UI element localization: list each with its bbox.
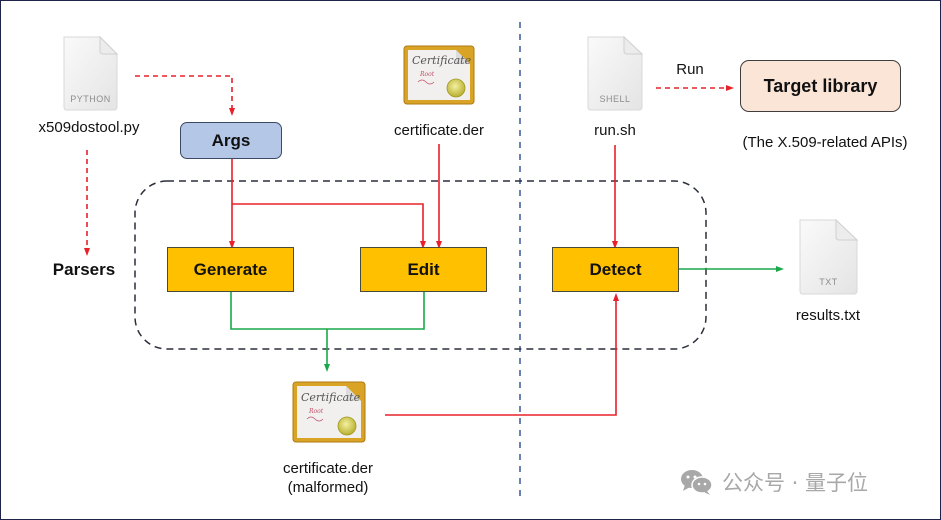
cert-icon-sub: Root: [419, 71, 435, 78]
edit-node: Edit: [360, 247, 487, 292]
args-node: Args: [180, 122, 282, 159]
python-file-tag: PYTHON: [70, 94, 111, 104]
python-file-tag-wrap: PYTHON: [64, 94, 117, 106]
target-library-note: (The X.509-related APIs): [742, 134, 908, 151]
shell-file-name: run.sh: [594, 122, 636, 139]
results-file-name: results.txt: [795, 307, 861, 324]
malformed-certificate-note: (malformed): [287, 479, 369, 496]
watermark: 公众号 · 量子位: [680, 467, 868, 497]
watermark-text: 公众号 · 量子位: [722, 471, 869, 495]
certificate-icon: Certificate Root: [403, 45, 475, 105]
edge-args-to-edit: [232, 203, 426, 249]
certificate-file-name: certificate.der: [393, 122, 485, 139]
shell-file-tag: SHELL: [599, 94, 631, 104]
python-file-icon: [63, 35, 119, 111]
wechat-icon: [681, 470, 713, 495]
generate-node: Generate: [167, 247, 294, 292]
txt-file-tag: TXT: [819, 277, 838, 287]
parsers-label: Parsers: [52, 260, 116, 279]
cert-icon-title: Certificate: [412, 54, 472, 67]
tool-container: [134, 180, 707, 350]
txt-file-tag-wrap: TXT: [800, 277, 857, 289]
run-edge-label: Run: [676, 61, 704, 78]
shell-file-icon: [587, 35, 644, 111]
target-library-node: Target library: [740, 60, 901, 112]
python-file-name: x509dostool.py: [38, 119, 140, 136]
edge-malformed-to-detect: [385, 293, 619, 416]
cert-icon-sub: Root: [308, 408, 324, 415]
edge-generate-to-output: [230, 292, 425, 330]
shell-file-tag-wrap: SHELL: [588, 94, 642, 106]
txt-file-icon: [799, 218, 859, 295]
malformed-certificate-name: certificate.der: [282, 460, 374, 477]
cert-icon-title: Certificate: [301, 391, 361, 404]
malformed-certificate-icon: Certificate Root: [292, 381, 366, 443]
edge-script-to-args: [135, 75, 235, 116]
detect-node: Detect: [552, 247, 679, 292]
